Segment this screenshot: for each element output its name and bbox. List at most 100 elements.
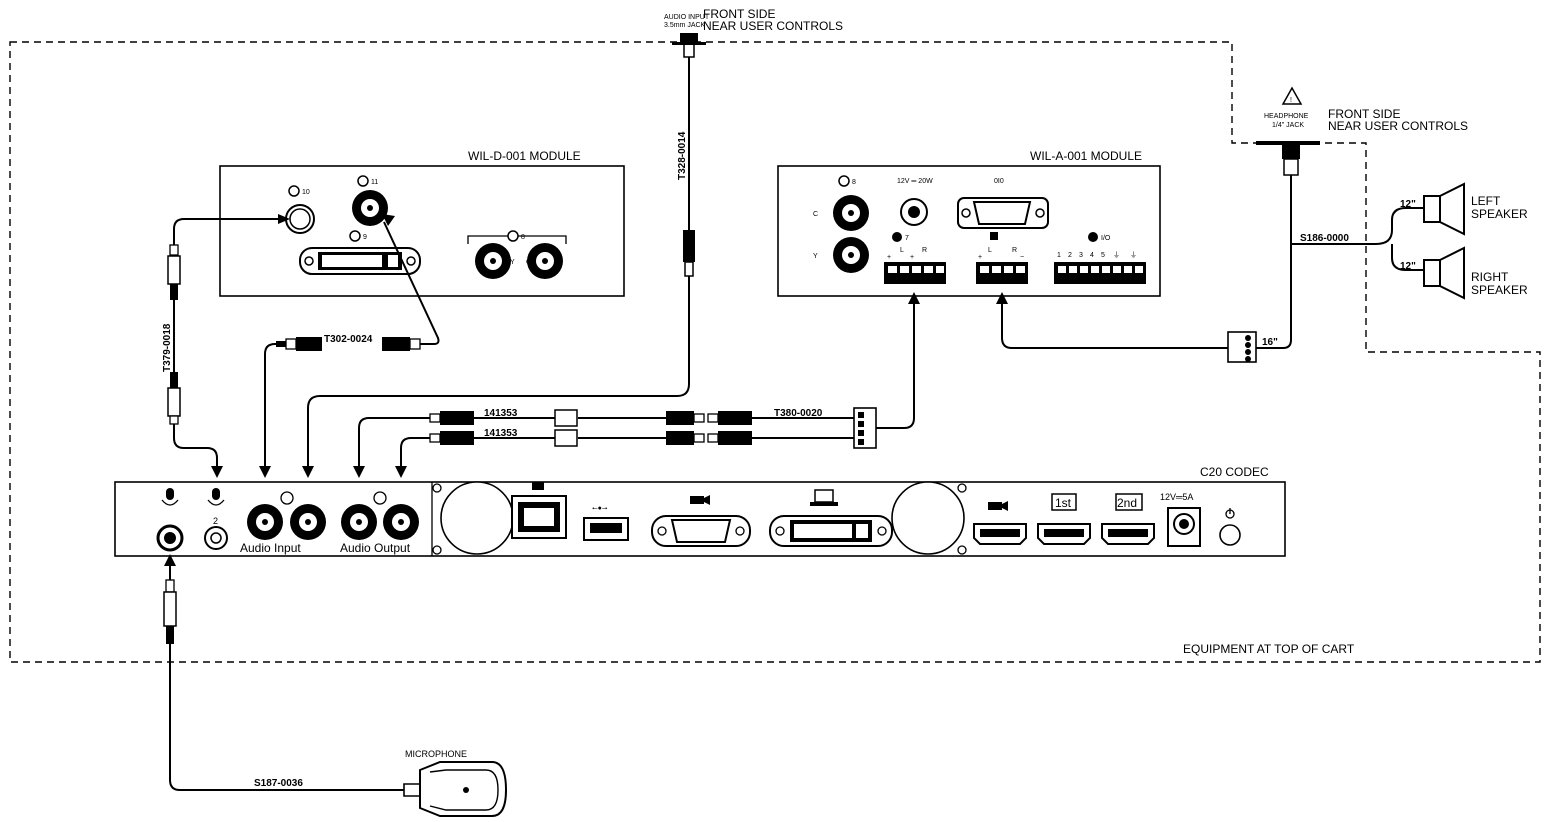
headphone-jack-label-1: HEADPHONE bbox=[1264, 113, 1309, 120]
cable-141353-b-label: 141353 bbox=[484, 428, 518, 439]
audio-input-jack-label-2: 3.5mm JACK bbox=[664, 22, 706, 29]
cable-s187-label: S187-0036 bbox=[254, 778, 303, 789]
codec-hdmi-2nd-port bbox=[1101, 493, 1155, 545]
wil-a-audio-plus-1: + bbox=[887, 254, 891, 261]
wil-d-dvi-port bbox=[299, 230, 421, 275]
wil-d-module bbox=[219, 165, 625, 297]
wil-d-port-8-label: 8 bbox=[521, 234, 525, 241]
audio-input-jack bbox=[672, 33, 706, 58]
codec-audio-output-ports bbox=[341, 491, 419, 540]
wil-d-port-11 bbox=[352, 175, 388, 226]
wil-d-c-label: C bbox=[526, 259, 531, 266]
cable-t328 bbox=[307, 57, 690, 470]
wil-a-io-4: 4 bbox=[1090, 252, 1094, 259]
wil-d-port-10-label: 10 bbox=[302, 189, 310, 196]
cable-t302-label: T302-0024 bbox=[324, 334, 373, 345]
cart-boundary bbox=[9, 41, 1541, 663]
wil-a-power-jack bbox=[900, 198, 928, 226]
left-speaker-label-2: SPEAKER bbox=[1471, 207, 1528, 221]
t379-plugs bbox=[167, 244, 181, 425]
headphone-jack bbox=[1256, 86, 1320, 176]
codec-mic1-input bbox=[156, 488, 184, 552]
wil-a-audio-plus-2: + bbox=[910, 254, 914, 261]
len-12-right: 12" bbox=[1400, 261, 1416, 272]
left-speaker-icon bbox=[1423, 182, 1465, 236]
codec-hdmi-2nd-label: 2nd bbox=[1117, 496, 1137, 510]
wil-a-io-3: 3 bbox=[1079, 252, 1083, 259]
wil-a-cy-ports bbox=[833, 175, 869, 273]
cable-141353-a-label: 141353 bbox=[484, 408, 518, 419]
wil-a-io-gnd-1: ⏚ bbox=[1113, 251, 1120, 259]
right-speaker-icon bbox=[1423, 246, 1465, 300]
141353-plugs bbox=[429, 409, 752, 447]
wil-d-port-9-label: 9 bbox=[363, 234, 367, 241]
speaker-feed-line bbox=[1001, 298, 1228, 349]
usb-icon: ⭠●⭢ bbox=[592, 505, 608, 512]
codec-audio-input-ports bbox=[247, 491, 326, 540]
headphone-location-2: NEAR USER CONTROLS bbox=[1328, 119, 1468, 133]
codec-round-cover-right bbox=[891, 481, 967, 555]
cable-141353-a bbox=[358, 417, 666, 470]
right-speaker-label-2: SPEAKER bbox=[1471, 283, 1528, 297]
headphone-warning-symbol: ! bbox=[1290, 97, 1292, 104]
wil-d-port-10 bbox=[285, 185, 315, 234]
audio-input-location-2: NEAR USER CONTROLS bbox=[703, 19, 843, 33]
wil-a-audio-L: L bbox=[900, 247, 904, 254]
codec-hdmi-1st-label: 1st bbox=[1055, 496, 1072, 510]
codec-usb-port: ⭠●⭢ bbox=[583, 505, 629, 541]
wil-a-title: WIL-A-001 MODULE bbox=[1030, 149, 1142, 163]
codec-ethernet-port bbox=[511, 482, 567, 539]
cable-s186 bbox=[1256, 175, 1424, 349]
t380-connector bbox=[853, 407, 877, 449]
cart-label: EQUIPMENT AT TOP OF CART bbox=[1183, 642, 1355, 656]
wil-d-port-11-label: 11 bbox=[371, 179, 378, 186]
wil-d-y-label: Y bbox=[510, 259, 515, 266]
codec-hdmi-camera-port bbox=[973, 501, 1027, 545]
wil-a-c-label: C bbox=[813, 211, 818, 218]
wil-a-speaker-minus: − bbox=[1020, 254, 1024, 261]
wil-a-speaker-R: R bbox=[1012, 247, 1017, 254]
wil-a-speaker-plus: + bbox=[978, 254, 982, 261]
wil-a-io-terminal bbox=[1054, 232, 1146, 284]
wil-a-speaker-L: L bbox=[988, 247, 992, 254]
cable-t302 bbox=[264, 221, 440, 470]
wil-d-title: WIL-D-001 MODULE bbox=[468, 149, 581, 163]
wil-a-io-5: 5 bbox=[1101, 252, 1105, 259]
codec-audio-input-label: Audio Input bbox=[240, 541, 301, 555]
codec-round-cover-left bbox=[432, 481, 514, 555]
wil-d-yc-ports bbox=[467, 230, 567, 279]
cable-t379 bbox=[173, 218, 286, 470]
audio-input-jack-label-1: AUDIO INPUT bbox=[664, 14, 710, 21]
wil-a-io-1: 1 bbox=[1057, 252, 1061, 259]
cable-s187 bbox=[169, 560, 404, 791]
headphone-jack-label-2: 1/4" JACK bbox=[1272, 122, 1304, 129]
microphone-icon bbox=[403, 761, 508, 817]
wil-a-audio-terminal bbox=[884, 262, 946, 284]
codec-power-jack bbox=[1167, 507, 1201, 547]
t302-plugs bbox=[276, 337, 421, 351]
headphone-location-1: FRONT SIDE bbox=[1328, 107, 1400, 121]
codec-camera-control-port bbox=[651, 495, 751, 547]
speaker-terminal-connector bbox=[1227, 331, 1257, 363]
len-16: 16" bbox=[1262, 337, 1278, 348]
codec-dvi-port bbox=[769, 489, 893, 547]
t328-plug bbox=[683, 230, 695, 262]
codec-mic2-label: 2 bbox=[213, 516, 218, 526]
wil-a-port-7-icon bbox=[892, 232, 902, 242]
cable-t380-label: T380-0020 bbox=[774, 408, 823, 419]
wil-a-power-label: 12V ═ 20W bbox=[897, 178, 933, 185]
audio-input-location-1: FRONT SIDE bbox=[703, 7, 775, 21]
wil-a-speaker-terminal bbox=[976, 232, 1028, 284]
s187-plug bbox=[163, 579, 177, 644]
codec-title: C20 CODEC bbox=[1200, 465, 1269, 479]
right-speaker-label-1: RIGHT bbox=[1471, 270, 1509, 284]
wil-a-port-8-label: 8 bbox=[852, 179, 856, 186]
cable-t328-label: T328-0014 bbox=[677, 131, 688, 180]
wil-a-port-7-label: 7 bbox=[905, 235, 909, 242]
cable-s186-label: S186-0000 bbox=[1300, 233, 1349, 244]
wil-a-serial-label: 0I0 bbox=[994, 178, 1004, 185]
microphone-label: MICROPHONE bbox=[405, 749, 467, 759]
wil-a-serial-port bbox=[957, 197, 1049, 229]
wil-a-io-label: I/O bbox=[1101, 235, 1111, 242]
cable-t380 bbox=[752, 298, 915, 439]
